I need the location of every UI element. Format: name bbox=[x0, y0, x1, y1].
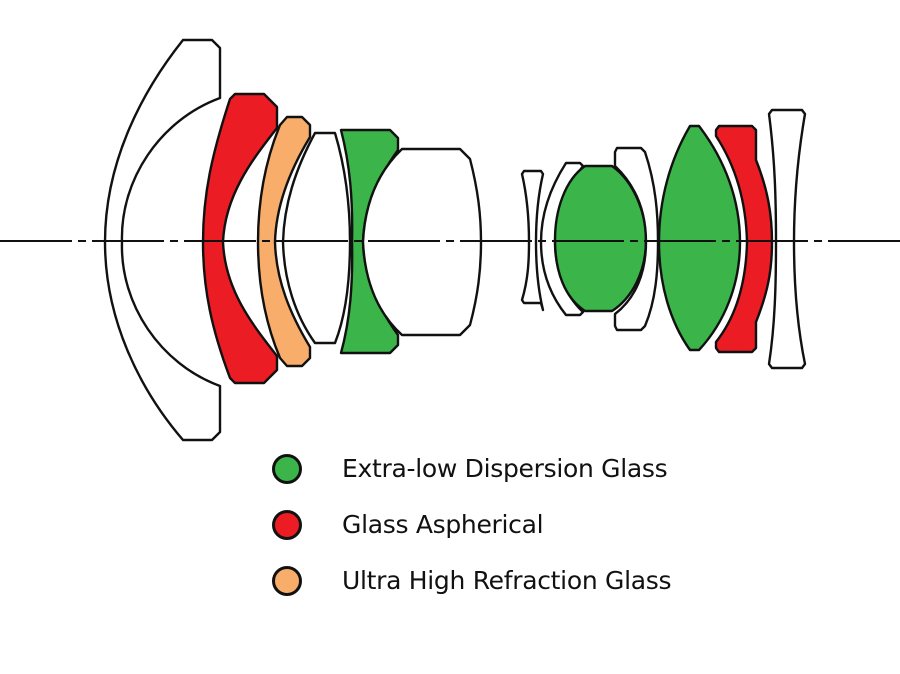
uhr-glass-swatch-icon bbox=[272, 566, 302, 596]
legend-label: Ultra High Refraction Glass bbox=[342, 566, 672, 595]
lens-element-3 bbox=[256, 115, 312, 368]
aspherical-glass-swatch-icon bbox=[272, 510, 302, 540]
lens-element-12 bbox=[714, 124, 774, 354]
lens-element-10 bbox=[613, 146, 660, 332]
legend-label: Extra-low Dispersion Glass bbox=[342, 454, 668, 483]
legend-label: Glass Aspherical bbox=[342, 510, 544, 539]
lens-element-4 bbox=[281, 131, 352, 345]
lens-element-13 bbox=[767, 108, 807, 370]
lens-element-7 bbox=[520, 169, 545, 312]
lens-element-2 bbox=[201, 92, 279, 385]
ed-glass-swatch-icon bbox=[272, 454, 302, 484]
lens-element-1 bbox=[103, 38, 222, 442]
lens-element-11 bbox=[657, 124, 742, 352]
